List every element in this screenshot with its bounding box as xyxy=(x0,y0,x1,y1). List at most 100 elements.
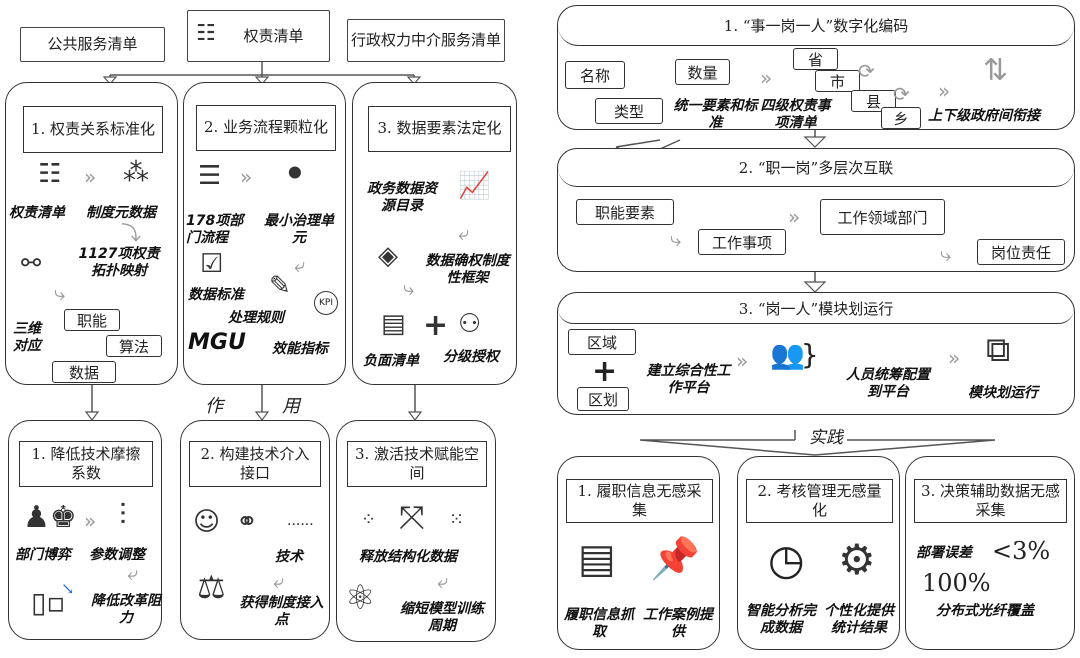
label: 最小治理单元 xyxy=(264,213,334,246)
arrow-icon: » xyxy=(84,509,97,533)
practice-label: 实践 xyxy=(805,423,847,448)
arrow-icon: » xyxy=(240,165,253,189)
mgu-label: MGU xyxy=(188,330,246,355)
panel-reduce-friction: 1. 降低技术摩擦系数 ♟♚ » ⫶ 部门博弈 参数调整 ⤶ ▯▫ ↘ 降低改革… xyxy=(8,420,162,640)
exchange-arrows-icon: ⇅ xyxy=(983,53,1009,88)
error-value: <3% xyxy=(992,537,1051,565)
hierarchy-people-icon: ⚇ xyxy=(458,309,482,339)
panel-title: 2. 业务流程颗粒化 xyxy=(196,105,336,151)
panel-title: 3. 决策辅助数据无感采集 xyxy=(914,479,1067,523)
panel-tech-interface: 2. 构建技术介入接口 ☺ ⚭ ...... 技术 ⚖ ⤶ 获得制度接入点 xyxy=(180,420,330,640)
checklist-icon: ☷ xyxy=(196,21,216,46)
panel-modular-operation: 3. “岗一人”模块划运行 区域 + 区划 建立综合性工作平台 » 👥} 人员统… xyxy=(557,292,1075,415)
atom-icon: ⚛ xyxy=(345,578,376,618)
label: 数据确权制度性框架 xyxy=(425,253,510,286)
cycle-arrow-icon: ⟳ xyxy=(858,59,875,83)
label: 技术 xyxy=(275,549,303,565)
panel-title: 1. 履职信息无感采集 xyxy=(566,479,713,523)
coverage-value: 100% xyxy=(922,569,991,597)
node-type: 类型 xyxy=(595,98,663,124)
arrow-icon: » xyxy=(788,205,801,229)
label: 部署误差 xyxy=(916,545,972,561)
panel-tech-empowerment: 3. 激活技术赋能空间 ⁘ ⤧ ⁙ 释放结构化数据 ⚛ ⤶ 缩短模型训练周期 xyxy=(336,420,496,642)
arrow-icon: ⤶ xyxy=(127,561,139,585)
network-icon: ⚭ xyxy=(236,507,258,537)
scatter-dots-icon: ⁘ xyxy=(361,509,377,530)
node-function: 职能 xyxy=(64,309,120,331)
scales-icon: ⚖ xyxy=(197,568,226,606)
plus-icon: + xyxy=(592,354,618,389)
cycle-arrow-icon: ⟳ xyxy=(893,82,910,106)
down-arrow-icon: ↘ xyxy=(61,579,75,598)
molecule-icon: ⚫ xyxy=(284,159,306,189)
process-flow-icon: ☰ xyxy=(198,161,222,191)
panel-title: 1. 权责关系标准化 xyxy=(23,106,163,153)
layers-icon: ◈ xyxy=(378,241,398,271)
arrow-icon: » xyxy=(736,349,749,373)
puzzle-icon: ⧉ xyxy=(986,330,1011,370)
arrow-icon: » xyxy=(948,346,961,370)
label: 模块划运行 xyxy=(968,385,1038,401)
line-chart-icon: 📈 xyxy=(458,171,491,201)
node-function-element: 职能要素 xyxy=(576,199,674,225)
panel-assessment: 2. 考核管理无感量化 ◷ ⚙ 智能分析完成数据 个性化提供统计结果 xyxy=(737,456,900,650)
panel-duty-standardization: 1. 权责关系标准化 ☷ » ⁂ 权责清单 制度元数据 ⤵ ⚯ 1127项权责拓… xyxy=(5,82,178,385)
panel-title: 3. 激活技术赋能空间 xyxy=(347,441,487,487)
label: 部门博弈 xyxy=(15,547,71,563)
node-region: 区域 xyxy=(568,329,636,355)
panel-title: 3. 数据要素法定化 xyxy=(368,106,511,152)
panel-decision-support: 3. 决策辅助数据无感采集 部署误差 <3% 100% 分布式光纤覆盖 xyxy=(905,456,1075,650)
label: 制度元数据 xyxy=(86,205,156,221)
chess-icon: ♟♚ xyxy=(23,500,77,535)
arrow-icon: ⤶ xyxy=(294,253,306,277)
panel-title: 1. “事一岗一人”数字化编码 xyxy=(558,6,1074,46)
label: 三维对应 xyxy=(13,321,41,354)
people-group-icon: 👥} xyxy=(770,338,819,371)
pinned-note-icon: 📌 xyxy=(650,536,700,582)
node-name: 名称 xyxy=(565,61,625,89)
label: 分级授权 xyxy=(443,349,499,365)
arrow-icon: ⤵ xyxy=(121,221,141,245)
label: 释放结构化数据 xyxy=(359,549,457,565)
label: 智能分析完成数据 xyxy=(746,603,816,636)
label: 政务数据资源目录 xyxy=(367,181,437,214)
plus-icon: + xyxy=(423,308,449,343)
node-work-item: 工作事项 xyxy=(698,229,786,255)
expand-arrows-icon: ⤧ xyxy=(399,498,425,536)
label: 人员统筹配置到平台 xyxy=(846,367,930,400)
label: 处理规则 xyxy=(228,310,284,326)
node-algorithm: 算法 xyxy=(106,335,162,357)
panel-process-granularity: 2. 业务流程颗粒化 ☰ » ⚫ 178项部门流程 最小治理单元 ☑ ⤶ ✎ K… xyxy=(183,82,346,385)
effect-label-1: 作 xyxy=(205,396,223,417)
panel-title: 2. “职一岗”多层次互联 xyxy=(558,149,1074,187)
label: 上下级政府间衔接 xyxy=(928,108,1040,124)
label: 履职信息抓取 xyxy=(564,607,634,640)
label: 178项部门流程 xyxy=(186,213,244,246)
node-work-domain: 工作领域部门 xyxy=(820,199,945,235)
label: 效能指标 xyxy=(272,341,328,357)
label: 参数调整 xyxy=(89,547,145,563)
label: 获得制度接入点 xyxy=(239,595,324,628)
arrow-icon: ⤷ xyxy=(54,281,66,305)
topology-icon: ⚯ xyxy=(21,249,42,277)
level-county: 县 xyxy=(851,90,896,112)
panel-data-legalization: 3. 数据要素法定化 政务数据资源目录 📈 ⤶ ◈ 数据确权制度性框架 ⤷ ▤ … xyxy=(352,82,517,385)
arrow-icon: ⤶ xyxy=(273,569,285,593)
level-city: 市 xyxy=(815,70,860,92)
label: 权责清单 xyxy=(9,205,65,221)
document-scroll-icon: ▤ xyxy=(578,536,616,582)
intermediary-service-list-box: 行政权力中介服务清单 xyxy=(347,19,505,62)
panel-digital-coding: 1. “事一岗一人”数字化编码 名称 数量 类型 » 统一要素和标准 四级权责事… xyxy=(557,5,1075,131)
duty-list-label: 权责清单 xyxy=(243,26,304,45)
arrow-icon: » xyxy=(84,165,97,189)
label: 个性化提供统计结果 xyxy=(824,603,894,636)
arrow-icon: ⤷ xyxy=(403,276,415,300)
ellipsis: ...... xyxy=(287,513,314,529)
label: 缩短模型训练周期 xyxy=(400,601,484,634)
checklist-icon: ☷ xyxy=(38,159,62,189)
arrow-icon: » xyxy=(760,66,773,90)
arrow-icon: ⤷ xyxy=(670,227,682,251)
gear-pencil-icon: ⚙ xyxy=(838,535,876,584)
node-post-duty: 岗位责任 xyxy=(977,239,1065,265)
document-edit-icon: ✎ xyxy=(269,271,291,301)
